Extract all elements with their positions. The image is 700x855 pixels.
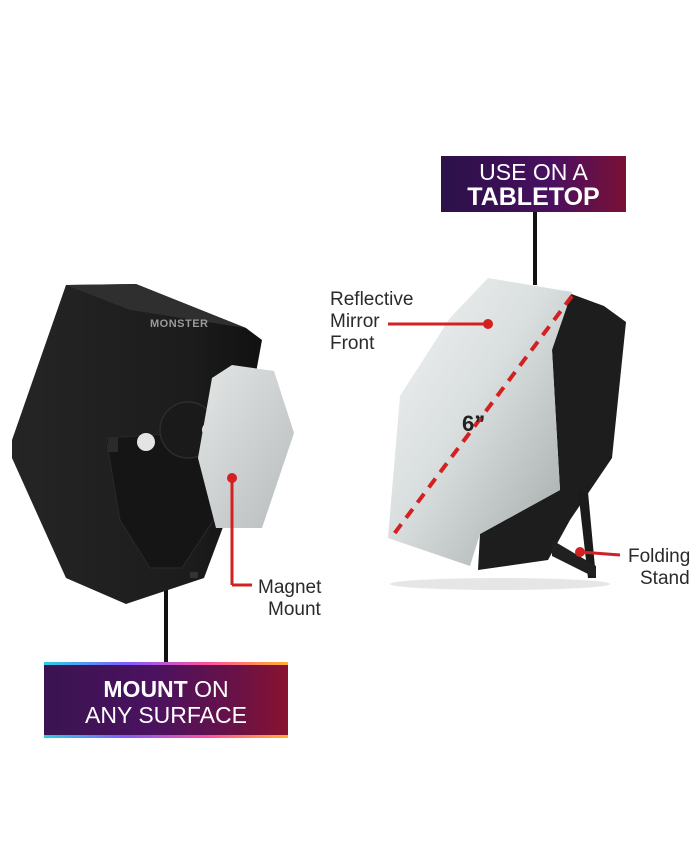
stand-label-line1: Folding: [628, 546, 691, 567]
stand-callout-label: Folding Stand: [628, 546, 690, 590]
hinge-clip: [108, 438, 118, 452]
mirror-label-line3: Front: [330, 333, 375, 354]
magnet-label-line2: Mount: [268, 599, 321, 620]
mirror-label-line2: Mirror: [330, 311, 380, 332]
magnet-callout-line: [227, 473, 252, 587]
mount-banner-line1: MOUNT ON: [44, 676, 288, 702]
brand-logo: MONSTER: [150, 318, 209, 330]
banner-glow-bottom: [44, 735, 288, 738]
magnet-mount-plate: [198, 365, 294, 528]
mirror-label-line1: Reflective: [330, 289, 414, 310]
mount-banner-bold-word: MOUNT: [103, 676, 188, 702]
tabletop-banner-line1: USE ON A: [479, 159, 588, 185]
device-top-bevel: [66, 284, 246, 328]
dimension-label: 6”: [462, 411, 486, 436]
diagonal-dimension-line: [392, 294, 574, 536]
tabletop-shadow: [390, 578, 610, 590]
mount-banner-line2: ANY SURFACE: [85, 702, 247, 728]
banner-glow-top: [44, 662, 288, 665]
folding-stand-base: [552, 540, 596, 578]
device-side-body: [478, 292, 626, 570]
foot-pad: [190, 572, 198, 578]
stand-label-line2: Stand: [640, 568, 690, 589]
folding-stand-leg: [578, 490, 596, 578]
tabletop-device: [388, 210, 626, 578]
mirror-callout-line: [388, 319, 493, 329]
stand-callout-line: [575, 547, 621, 557]
magnet-callout-label: Magnet Mount: [258, 577, 321, 621]
tabletop-banner: USE ON A TABLETOP: [441, 156, 626, 212]
magnet-dot-left: [137, 433, 155, 451]
mount-banner: MOUNT ON ANY SURFACE: [44, 662, 288, 738]
mirror-callout-label: Reflective Mirror Front: [330, 289, 413, 355]
tabletop-banner-line2: TABLETOP: [467, 183, 600, 211]
magnet-label-line1: Magnet: [258, 577, 322, 598]
mount-banner-rest: ON: [187, 676, 229, 702]
